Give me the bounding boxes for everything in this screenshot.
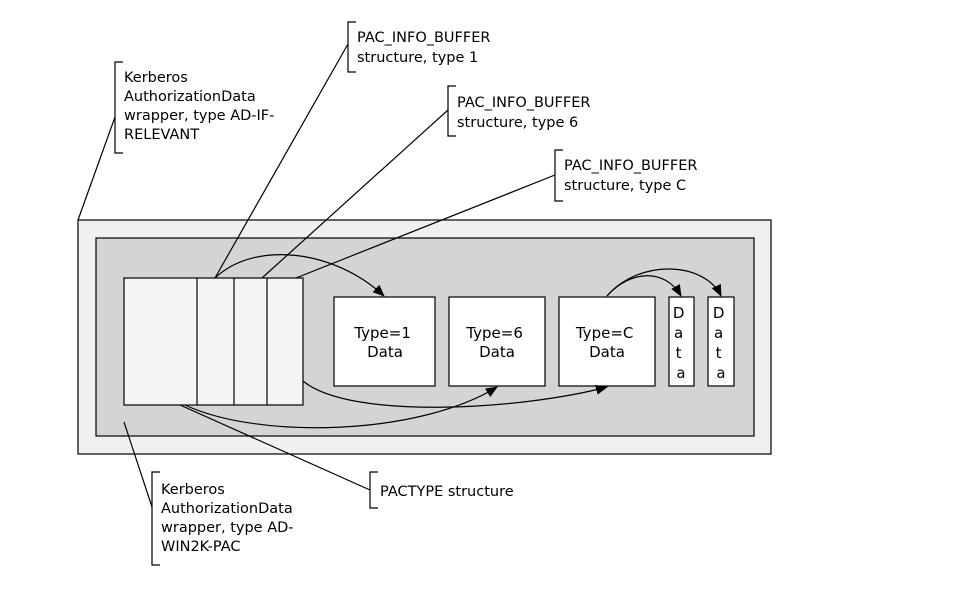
- arrow-to-type6: [184, 386, 498, 429]
- callout-pac-info-buffer-6: PAC_INFO_BUFFER structure, type 6: [457, 95, 595, 131]
- bracket-ad-win2k-pac: [151, 471, 160, 566]
- data-box-a-label: D a t a: [673, 304, 689, 382]
- arrow-to-typec: [302, 380, 608, 408]
- bracket-pactype: [369, 471, 378, 509]
- leader-pac-info-buffer-1: [214, 43, 349, 279]
- leader-pac-info-buffer-c: [295, 174, 556, 279]
- data-box-b-label: D a t a: [713, 304, 729, 382]
- data-box-a: [668, 296, 695, 387]
- type6-data-box: [448, 296, 546, 387]
- typec-data-label: Type=C Data: [575, 324, 638, 361]
- callout-ad-if-relevant: Kerberos AuthorizationData wrapper, type…: [124, 70, 279, 143]
- bracket-pac-info-buffer-6: [447, 85, 456, 137]
- leader-pac-info-buffer-6: [261, 109, 449, 279]
- type6-data-label: Type=6 Data: [465, 324, 527, 361]
- callout-pactype: PACTYPE structure: [380, 484, 514, 500]
- pactype-block: [123, 277, 304, 406]
- bracket-ad-if-relevant: [114, 61, 123, 154]
- type1-data-label: Type=1 Data: [353, 324, 415, 361]
- leader-ad-win2k-pac: [123, 421, 153, 508]
- arrow-buffer1-to-type1: [214, 254, 385, 297]
- arrow-typec-to-data-b: [606, 268, 722, 297]
- leader-pactype: [179, 404, 371, 491]
- callout-pac-info-buffer-1: PAC_INFO_BUFFER structure, type 1: [357, 30, 495, 66]
- type1-data-box: [333, 296, 436, 387]
- data-box-b: [707, 296, 735, 387]
- leader-ad-if-relevant: [77, 116, 116, 221]
- bracket-pac-info-buffer-1: [347, 21, 356, 73]
- callout-pac-info-buffer-c: PAC_INFO_BUFFER structure, type C: [564, 158, 702, 194]
- callout-ad-win2k-pac: Kerberos AuthorizationData wrapper, type…: [161, 482, 298, 555]
- bracket-pac-info-buffer-c: [554, 149, 563, 202]
